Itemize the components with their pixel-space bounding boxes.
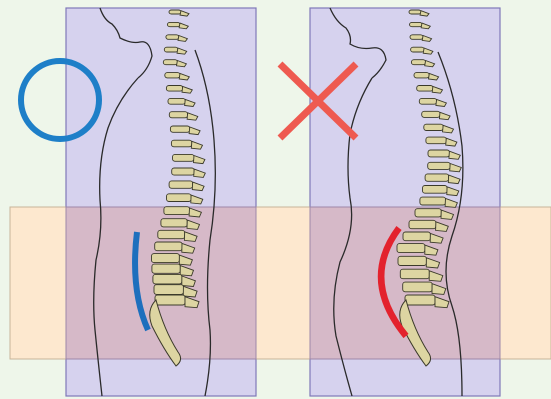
right-vertebra [423, 186, 448, 194]
right-vertebra [411, 60, 425, 65]
left-vertebra [155, 295, 185, 305]
left-vertebra [166, 86, 182, 92]
left-vertebra [171, 140, 191, 147]
right-vertebra [409, 10, 421, 14]
left-vertebra [172, 168, 195, 175]
left-vertebra [161, 219, 187, 227]
left-vertebra [166, 35, 179, 40]
lumbar-band-right-margin [500, 207, 551, 359]
right-vertebra [426, 137, 446, 144]
right-vertebra [398, 256, 426, 265]
left-vertebra [155, 242, 182, 251]
right-vertebra [410, 35, 423, 40]
right-vertebra [428, 150, 450, 157]
left-vertebra [152, 264, 180, 273]
lumbar-band-left-margin [10, 207, 66, 359]
right-vertebra [422, 111, 440, 117]
right-vertebra [411, 47, 425, 52]
left-vertebra [154, 285, 184, 295]
left-vertebra [158, 230, 185, 238]
right-vertebra [405, 295, 435, 305]
right-vertebra [409, 220, 436, 228]
left-vertebra [163, 60, 177, 65]
right-vertebra [425, 174, 449, 181]
left-vertebra [170, 126, 189, 132]
lumbar-band-middle [256, 207, 310, 359]
left-vertebra [169, 10, 181, 14]
left-vertebra [168, 98, 185, 104]
left-vertebra [152, 254, 180, 263]
left-vertebra [169, 112, 187, 118]
right-vertebra [403, 232, 430, 241]
left-vertebra [165, 73, 180, 78]
right-vertebra [419, 98, 436, 104]
left-vertebra [167, 194, 192, 202]
right-vertebra [403, 282, 433, 292]
right-vertebra [420, 197, 446, 205]
right-vertebra [410, 22, 423, 26]
right-vertebra [428, 162, 451, 169]
right-vertebra [397, 244, 425, 253]
left-vertebra [164, 47, 178, 52]
right-vertebra [424, 124, 443, 130]
right-vertebra [415, 209, 441, 217]
left-vertebra [173, 154, 195, 161]
left-vertebra [169, 181, 193, 188]
left-vertebra [167, 22, 180, 26]
right-vertebra [417, 86, 433, 92]
right-vertebra [400, 269, 429, 279]
left-vertebra [164, 207, 190, 215]
left-vertebra [153, 274, 182, 284]
right-vertebra [414, 73, 429, 78]
